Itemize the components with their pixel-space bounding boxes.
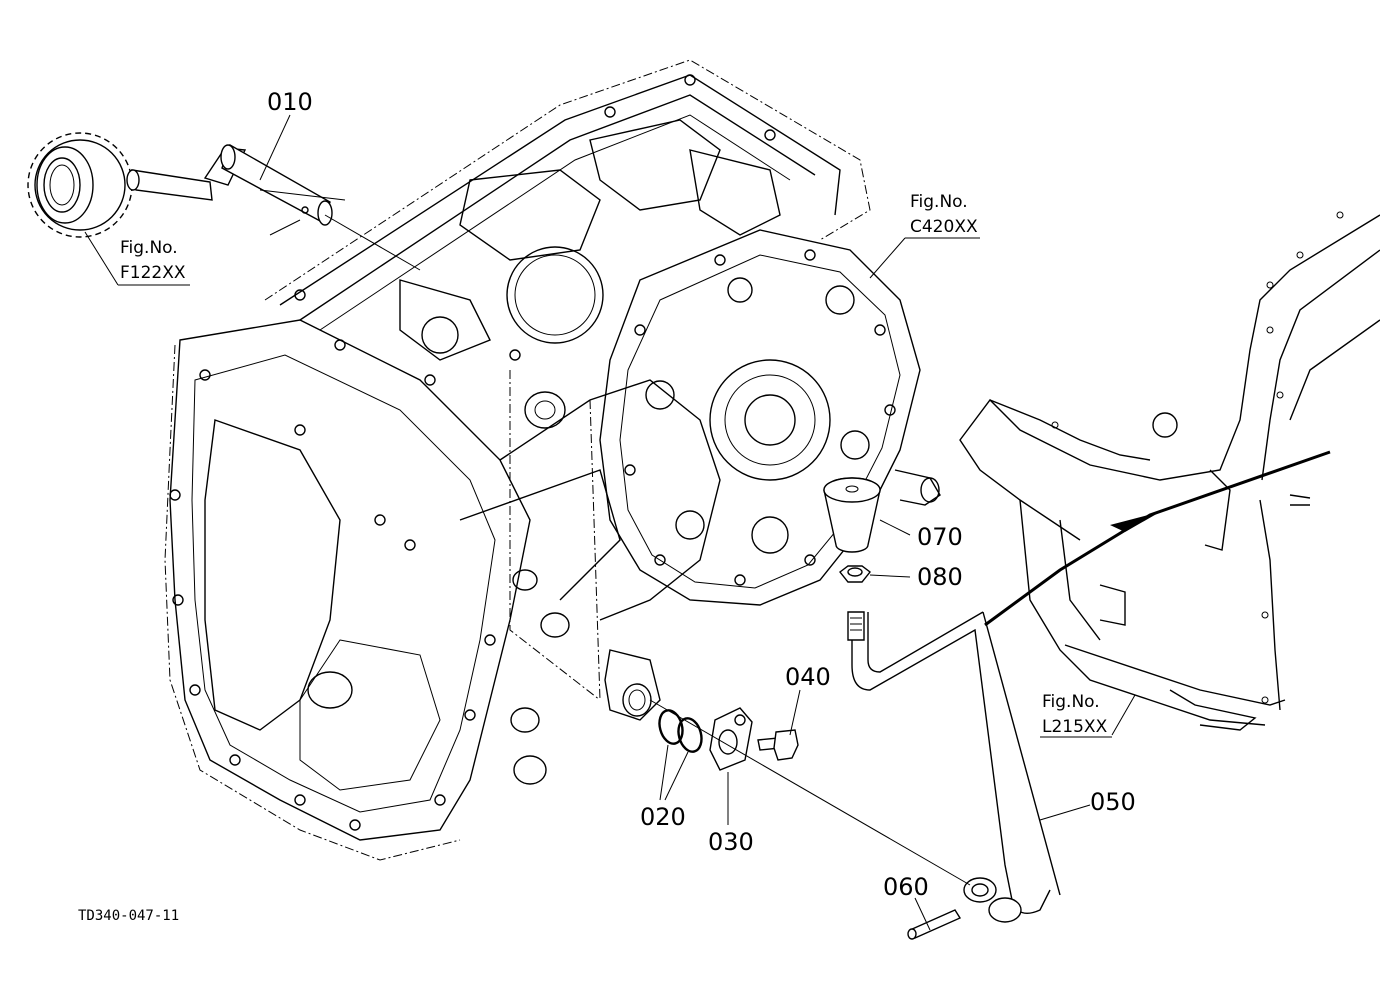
lever-rod bbox=[847, 611, 1061, 923]
callout-030: 030 bbox=[708, 828, 754, 856]
fig-ref-frame-title: Fig.No. bbox=[1042, 692, 1100, 712]
fig-ref-gear-code: F122XX bbox=[120, 263, 186, 283]
o-rings bbox=[658, 709, 703, 753]
callout-070: 070 bbox=[917, 523, 963, 551]
nut bbox=[839, 565, 871, 583]
callout-080: 080 bbox=[917, 563, 963, 591]
pin bbox=[907, 909, 962, 940]
fig-ref-housing-code: C420XX bbox=[910, 217, 978, 237]
callout-010: 010 bbox=[267, 88, 313, 116]
shift-shaft bbox=[126, 143, 421, 271]
fig-ref-housing-title: Fig.No. bbox=[910, 192, 968, 212]
callout-050: 050 bbox=[1090, 788, 1136, 816]
gasket-plate bbox=[709, 707, 753, 771]
callout-020: 020 bbox=[640, 803, 686, 831]
fig-ref-frame-code: L215XX bbox=[1042, 717, 1108, 737]
callout-040: 040 bbox=[785, 663, 831, 691]
shift-knob bbox=[823, 477, 881, 553]
callout-060: 060 bbox=[883, 873, 929, 901]
transmission-housing bbox=[164, 59, 871, 861]
bearing-plate bbox=[599, 229, 941, 606]
fig-ref-gear-title: Fig.No. bbox=[120, 238, 178, 258]
leader-lines bbox=[84, 114, 1136, 931]
bolt bbox=[757, 729, 799, 761]
drawing-code: TD340-047-11 bbox=[78, 908, 179, 924]
gear bbox=[27, 132, 133, 238]
frame-bracket bbox=[959, 211, 1380, 731]
housing-bolt-holes bbox=[169, 74, 776, 831]
